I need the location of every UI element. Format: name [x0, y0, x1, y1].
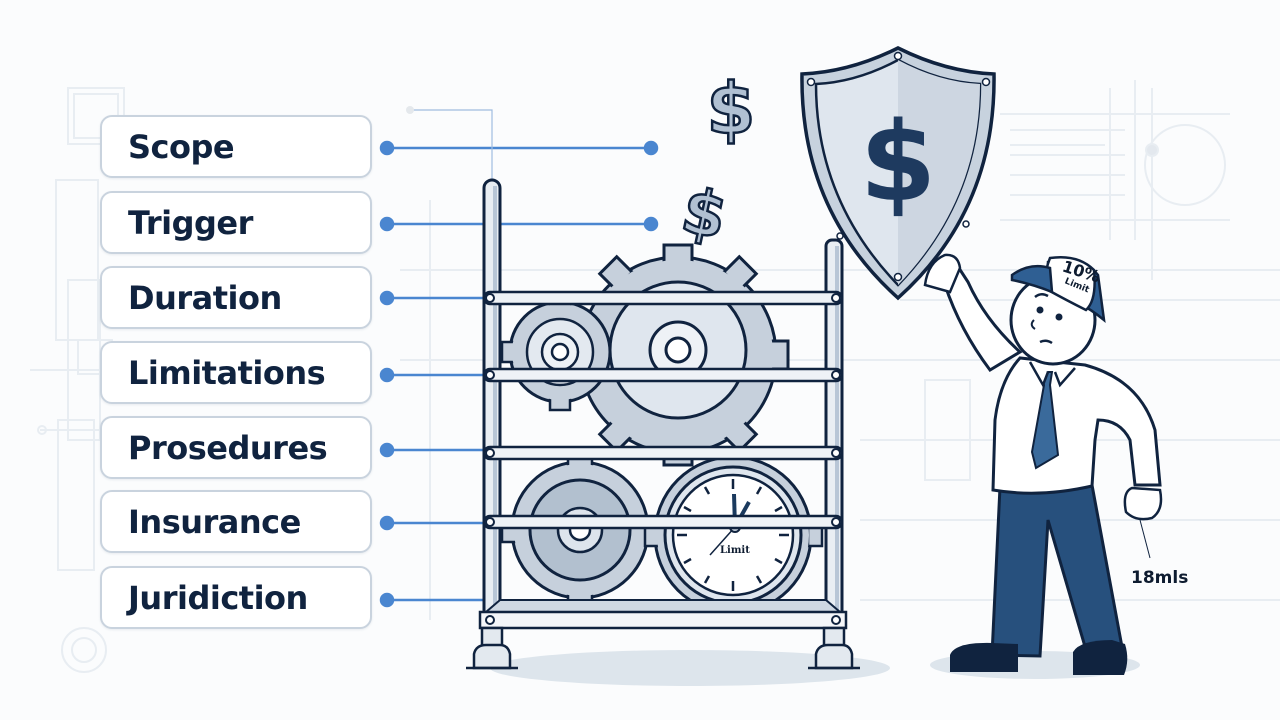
dollar-sign-icon: $ [705, 67, 756, 152]
shield-dollar-icon: $ [800, 46, 996, 301]
clock-icon [643, 450, 824, 620]
gear-icon [566, 243, 790, 467]
label-text: Insurance [128, 502, 301, 541]
label-box-trigger: Trigger [100, 191, 372, 254]
label-text: Duration [128, 278, 282, 317]
label-box-duration: Duration [100, 266, 372, 329]
label-box-insurance: Insurance [100, 490, 372, 553]
clock-label: Limit [720, 545, 750, 556]
svg-text:$: $ [860, 98, 937, 226]
cap [1010, 256, 1106, 324]
label-box-limitations: Limitations [100, 341, 372, 404]
annotation-text: 18mls [1131, 568, 1189, 588]
label-text: Juridiction [128, 578, 308, 617]
label-box-scope: Scope [100, 115, 372, 178]
svg-text:$: $ [707, 68, 756, 150]
label-text: Prosedures [128, 428, 328, 467]
label-text: Limitations [128, 353, 326, 392]
label-text: Trigger [128, 203, 253, 242]
label-text: Scope [128, 127, 235, 166]
label-box-procedures: Prosedures [100, 416, 372, 479]
label-box-jurisdiction: Juridiction [100, 566, 372, 629]
